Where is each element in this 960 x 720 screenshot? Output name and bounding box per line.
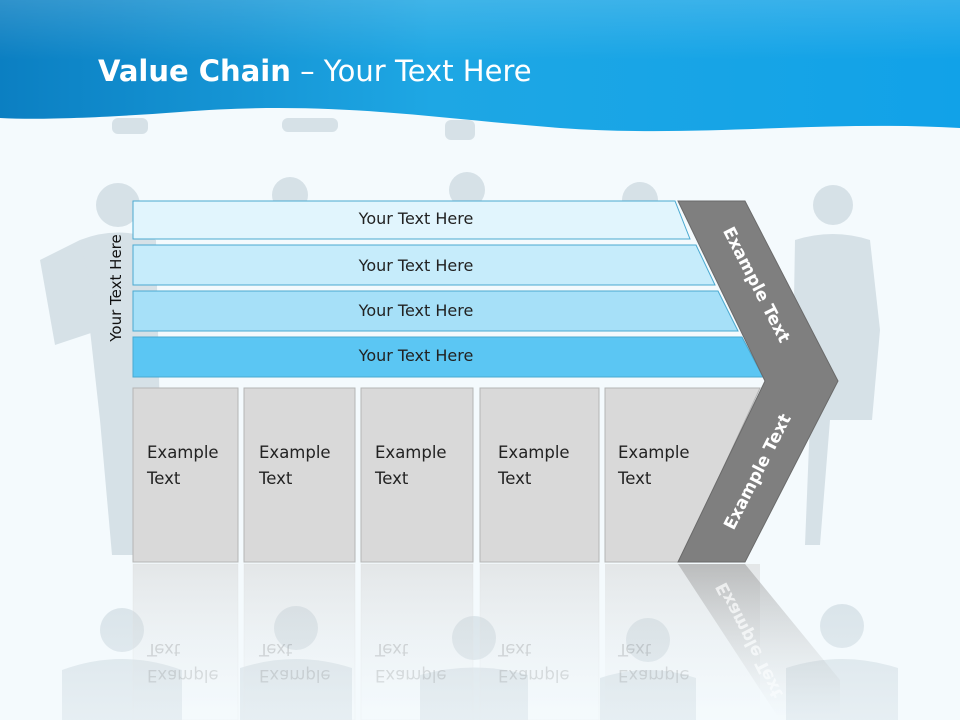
bars <box>132 200 764 378</box>
bar-2 <box>132 244 716 286</box>
bar-label-3: Your Text Here <box>358 301 474 320</box>
bar-3 <box>132 290 739 332</box>
box-2-line-1: Example <box>259 443 331 462</box>
box-5-line-1: Example <box>618 443 690 462</box>
box-3-line-1: Example <box>375 443 447 462</box>
box-3 <box>360 387 474 563</box>
box-4-line-2: Text <box>498 469 532 488</box>
box-1-line-2: Text <box>147 469 181 488</box>
bottom-fade <box>0 565 960 720</box>
box-3-line-2: Text <box>375 469 409 488</box>
title-bold: Value Chain <box>98 54 291 88</box>
vertical-label: Your Text Here <box>107 234 125 342</box>
bar-label-2: Your Text Here <box>358 256 474 275</box>
box-4 <box>479 387 600 563</box>
title-rest: – Your Text Here <box>290 54 532 88</box>
box-2 <box>243 387 356 563</box>
box-4-line-1: Example <box>498 443 570 462</box>
page-title: Value Chain – Your Text Here <box>98 54 532 88</box>
box-2-line-2: Text <box>259 469 293 488</box>
box-1 <box>132 387 239 563</box>
chevron <box>677 200 839 563</box>
bar-label-1: Your Text Here <box>358 209 474 228</box>
box-5-line-2: Text <box>618 469 652 488</box>
bar-label-4: Your Text Here <box>358 346 474 365</box>
box-1-line-1: Example <box>147 443 219 462</box>
boxes <box>132 387 761 563</box>
bar-1 <box>132 200 691 240</box>
